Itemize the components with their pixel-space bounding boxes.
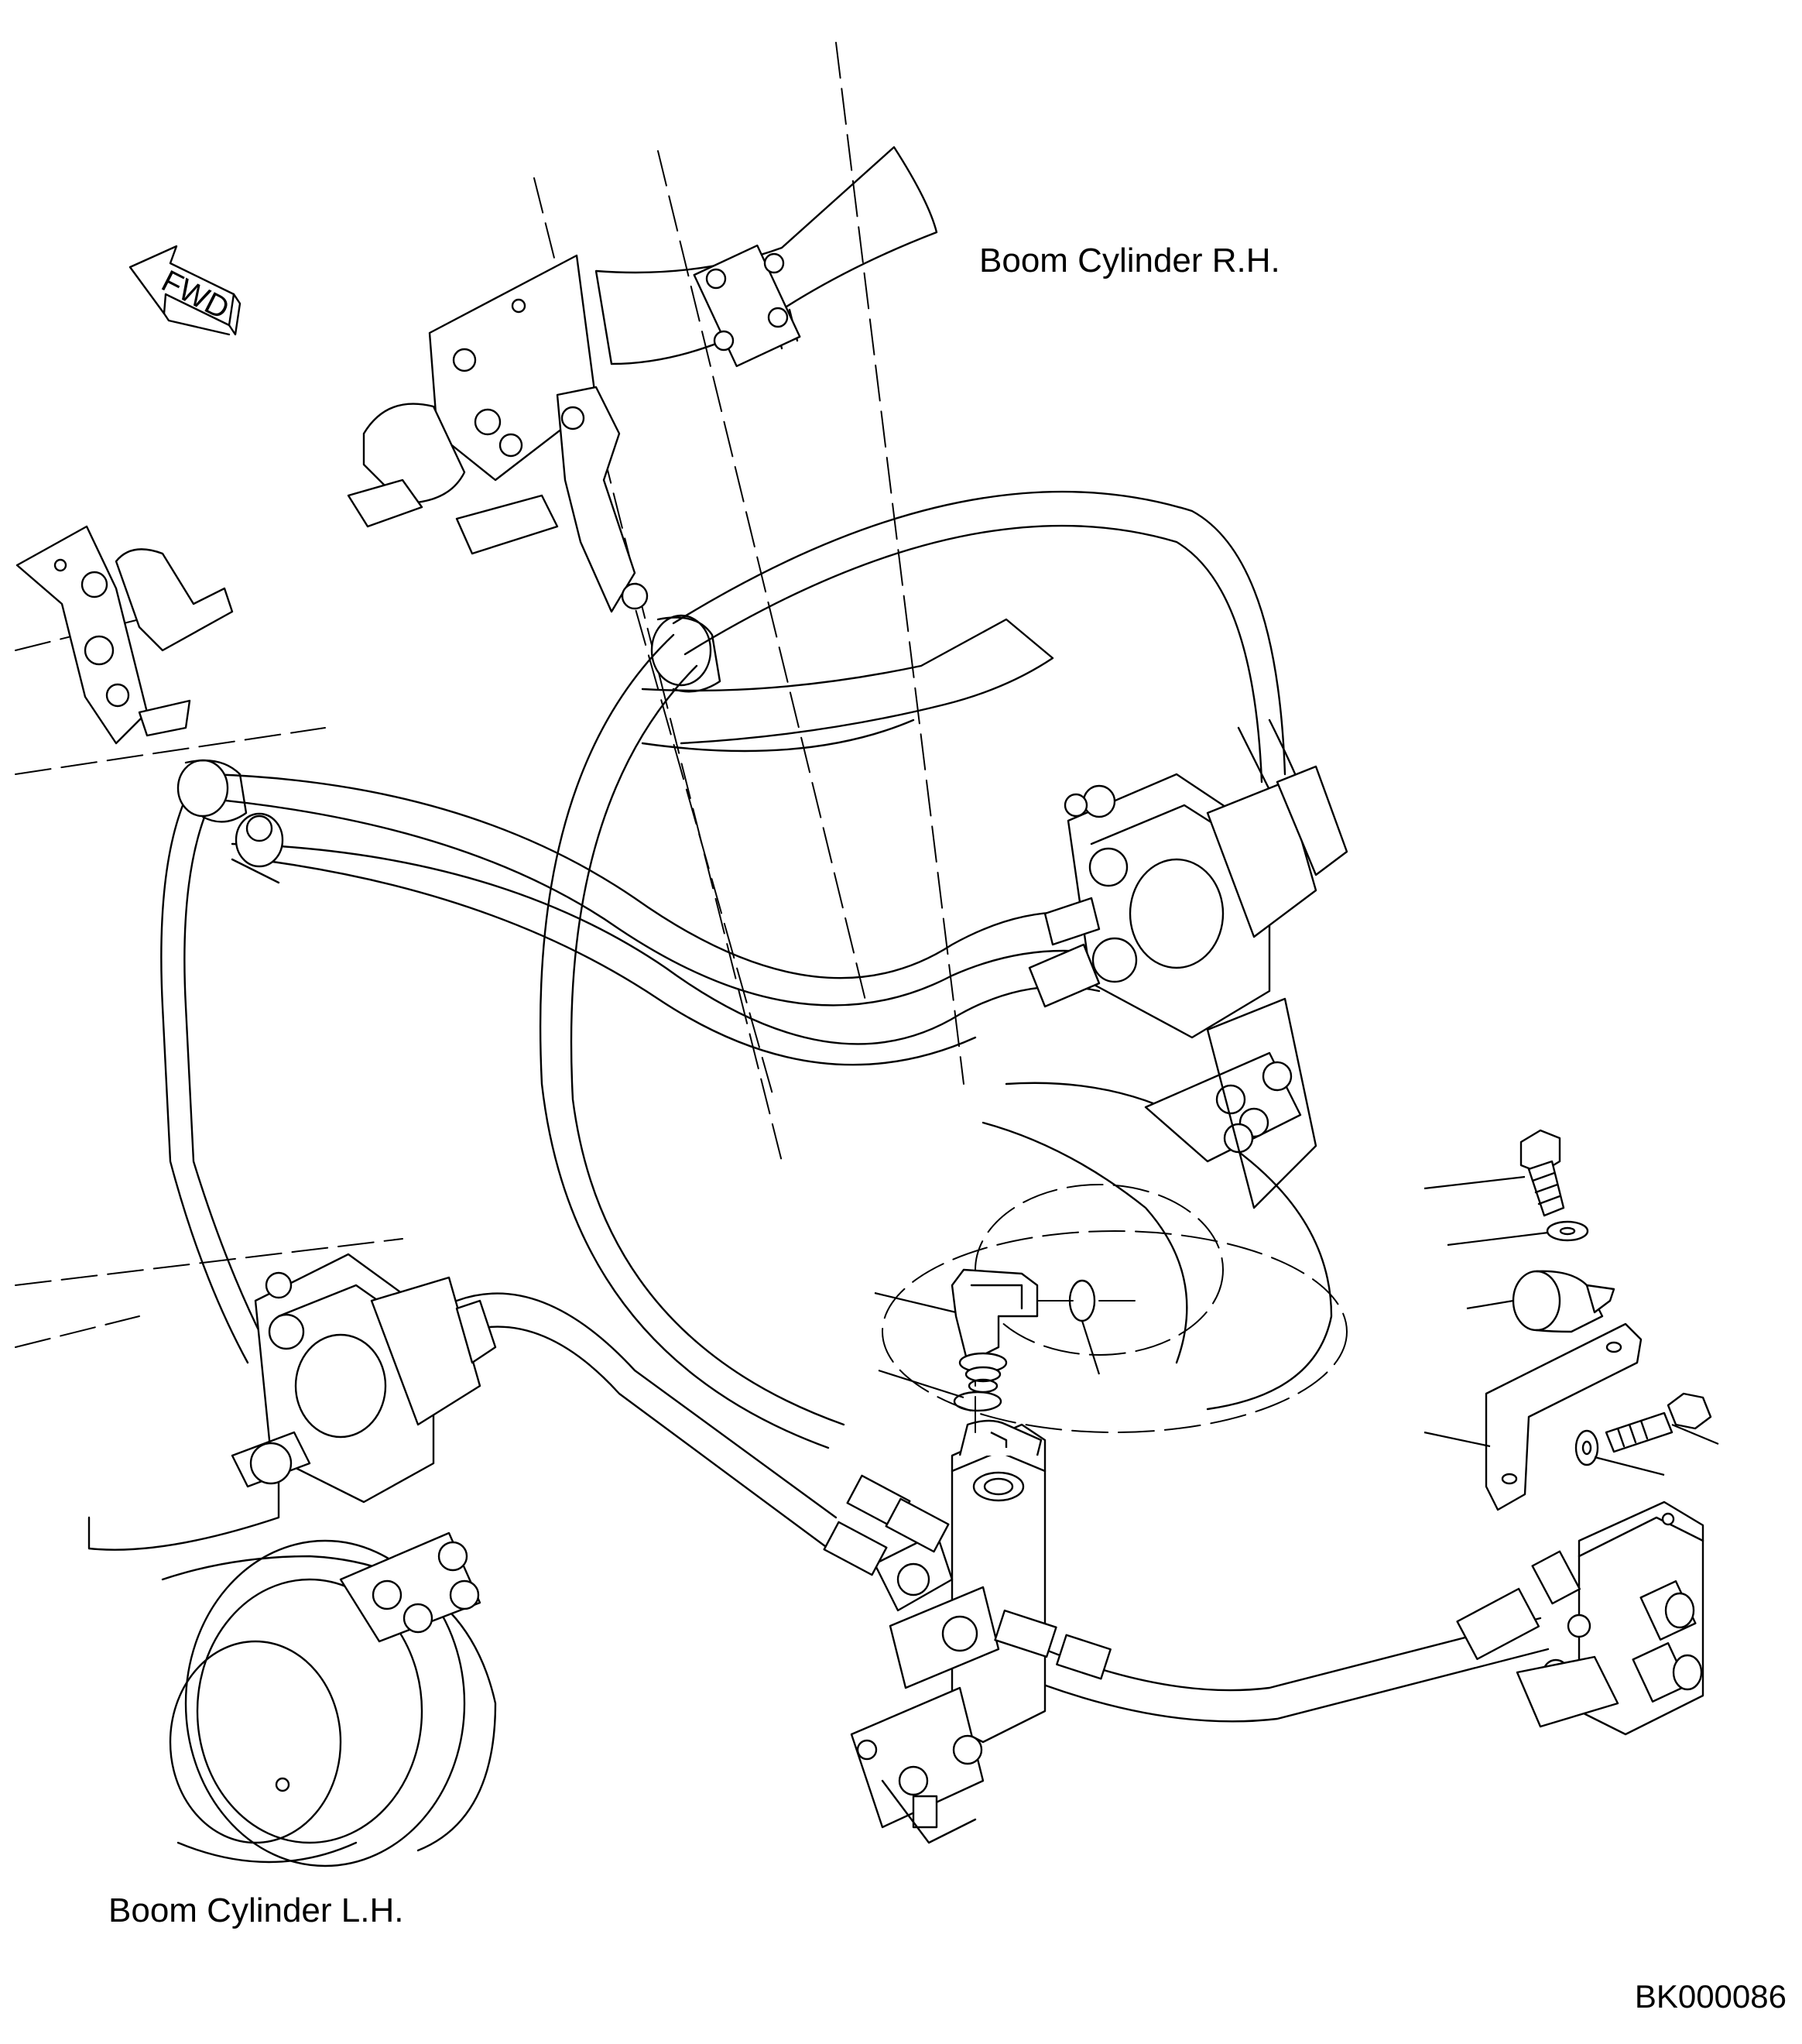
boom-cylinder-lh-label: Boom Cylinder L.H. [108, 1891, 404, 1929]
fwd-arrow-icon: FWD [128, 245, 242, 336]
boom-cylinder-rh-label: Boom Cylinder R.H. [979, 242, 1280, 280]
lock-valve-lh [231, 1253, 497, 1643]
boom-cylinder-lh [15, 611, 497, 1867]
leader-lines [874, 1175, 1719, 1476]
bolt-lower [1605, 1392, 1712, 1453]
elbow-fitting [951, 1268, 1077, 1394]
boom-cylinder-rh [533, 42, 1348, 1433]
junction-hose-fittings [823, 1474, 1112, 1680]
upper-valve-bracket [347, 254, 649, 613]
drawing-id: BK000086 [1634, 1978, 1787, 2015]
o-ring-lower [953, 1391, 1002, 1412]
fwd-label: FWD [156, 264, 235, 327]
hose-clamps-left [176, 759, 284, 884]
mounting-bracket [1485, 1322, 1643, 1511]
upper-left-bracket [15, 525, 234, 745]
lock-valve-rh [1028, 765, 1348, 1209]
right-valve-block [1456, 1500, 1704, 1736]
washer-upper [1546, 1220, 1589, 1242]
bolt-upper [1519, 1129, 1565, 1217]
junction-block [850, 1300, 1047, 1844]
washer-lower [1574, 1429, 1599, 1466]
hose-clamp-part [1512, 1270, 1615, 1333]
